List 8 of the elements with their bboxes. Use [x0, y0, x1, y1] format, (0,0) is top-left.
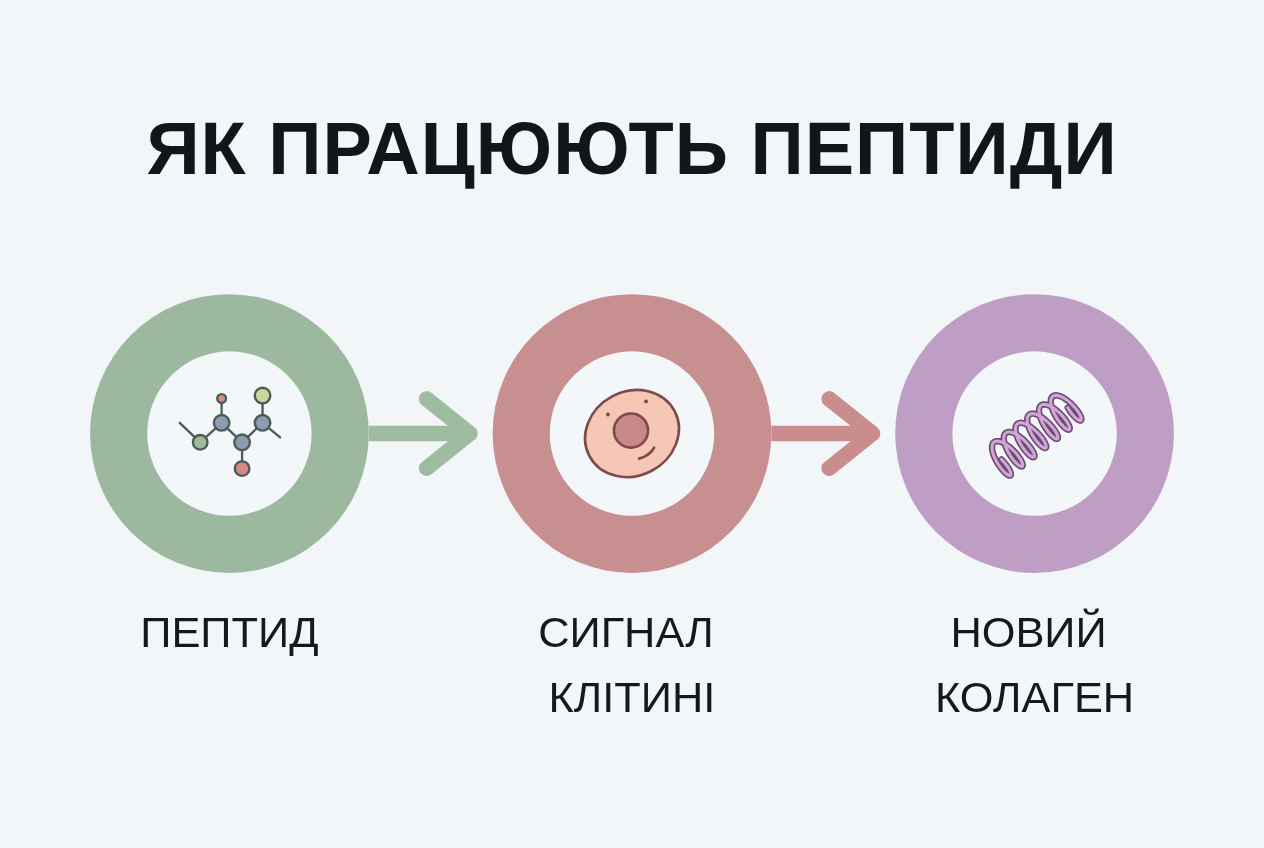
node-label: НОВИЙ КОЛАГЕН: [934, 607, 1136, 724]
arrow: [771, 391, 881, 476]
node-label: СИГНАЛ КЛІТИНІ: [537, 607, 717, 724]
node-circle: [492, 294, 772, 573]
node-circle: [90, 294, 369, 573]
arrow: [368, 391, 478, 476]
node-circle: [895, 294, 1174, 573]
node-label: ПЕПТИД: [140, 607, 319, 659]
